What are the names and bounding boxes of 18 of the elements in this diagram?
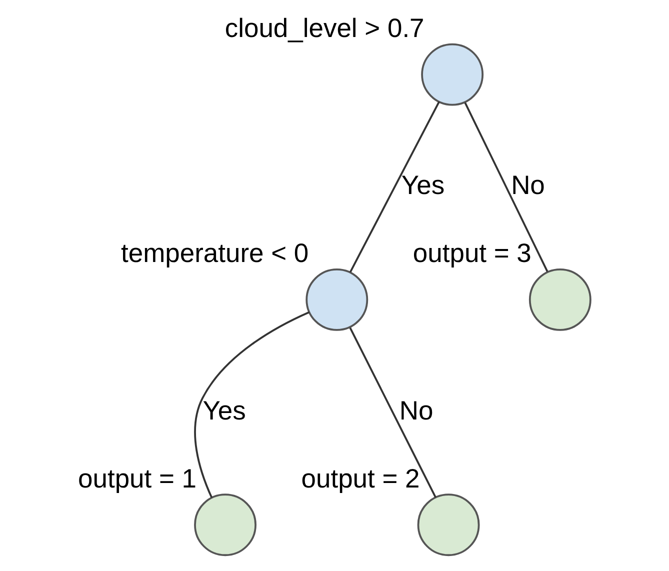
edge-label: Yes — [202, 395, 246, 426]
node-circle — [416, 494, 480, 556]
node-label: output = 3 — [412, 238, 531, 268]
node-circle — [528, 268, 591, 331]
node-label: temperature < 0 — [120, 238, 308, 268]
connector — [348, 327, 436, 498]
edge-label: Yes — [400, 170, 444, 200]
node-circle — [194, 494, 256, 556]
node-label: output = 2 — [300, 463, 420, 494]
edge-label: No — [398, 395, 433, 426]
connector — [464, 102, 548, 272]
node-circle — [420, 43, 484, 106]
node-label: cloud_level > 0.7 — [224, 13, 424, 44]
connector — [194, 311, 310, 498]
node-circle — [305, 268, 368, 331]
connector — [348, 101, 440, 272]
node-label: output = 1 — [78, 463, 196, 494]
edge-label: No — [510, 170, 544, 200]
